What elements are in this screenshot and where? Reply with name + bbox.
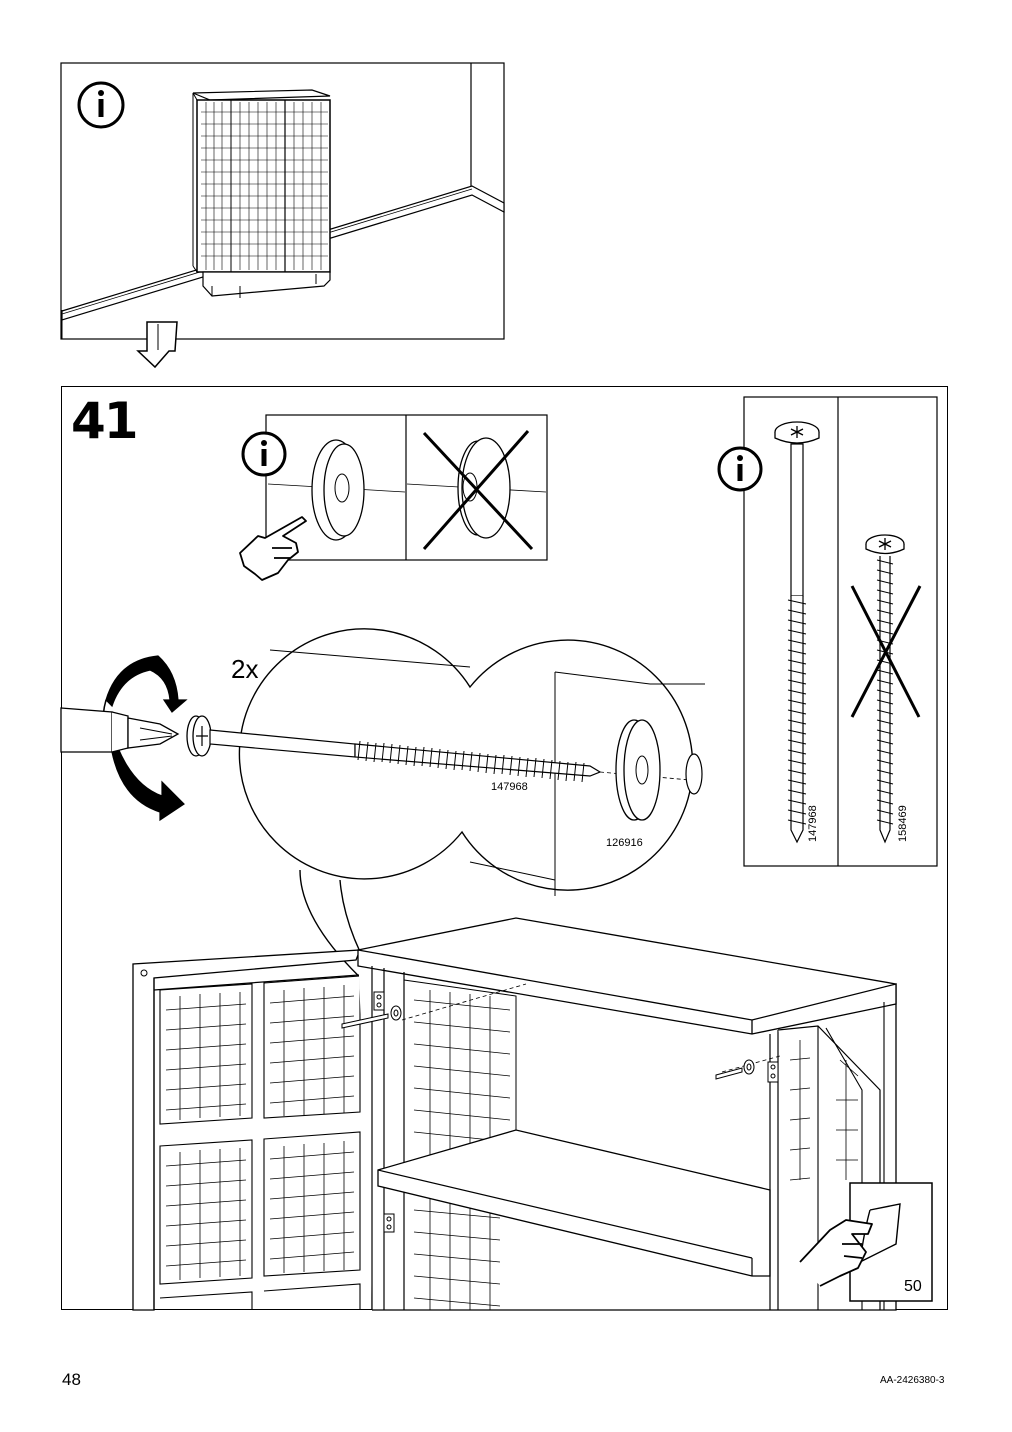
document-code: AA-2426380-3: [880, 1375, 945, 1386]
cabinet-illustration: [192, 89, 331, 298]
cabinet-body: [341, 917, 897, 1311]
short-screw-illustration: [850, 534, 922, 844]
page-turn-hand-icon: [799, 1219, 873, 1287]
cross-mark-icon: [850, 585, 922, 718]
detail-screw-illustration: [186, 715, 691, 783]
screwdriver-illustration: [60, 707, 180, 753]
info-panel: [0, 0, 1012, 380]
left-door-panel: [132, 949, 373, 1311]
page-reference-number: 50: [904, 1278, 922, 1295]
quantity-label: 2x: [231, 654, 259, 684]
pointing-hand-icon: [239, 516, 307, 581]
next-arrow-icon: [136, 321, 178, 369]
assembly-screw-icon: [341, 1005, 755, 1080]
page-number: 48: [62, 1370, 81, 1389]
info-panel-drawing: [60, 62, 505, 369]
washer-part-label: 126916: [606, 837, 643, 849]
cross-mark-icon: [422, 430, 534, 551]
washer-wrong-illustration: [406, 430, 547, 551]
washer-correct-illustration: [267, 439, 406, 541]
detail-washer-illustration: [615, 719, 703, 821]
step-number: 41: [71, 392, 139, 450]
info-icon: [717, 446, 763, 492]
screw-part-label: 147968: [491, 781, 528, 793]
info-icon: [77, 81, 125, 129]
hinge-icon: [373, 991, 779, 1233]
info-icon: [241, 431, 287, 477]
page-turn-reference: [799, 1182, 933, 1302]
long-screw-illustration: [774, 421, 820, 844]
